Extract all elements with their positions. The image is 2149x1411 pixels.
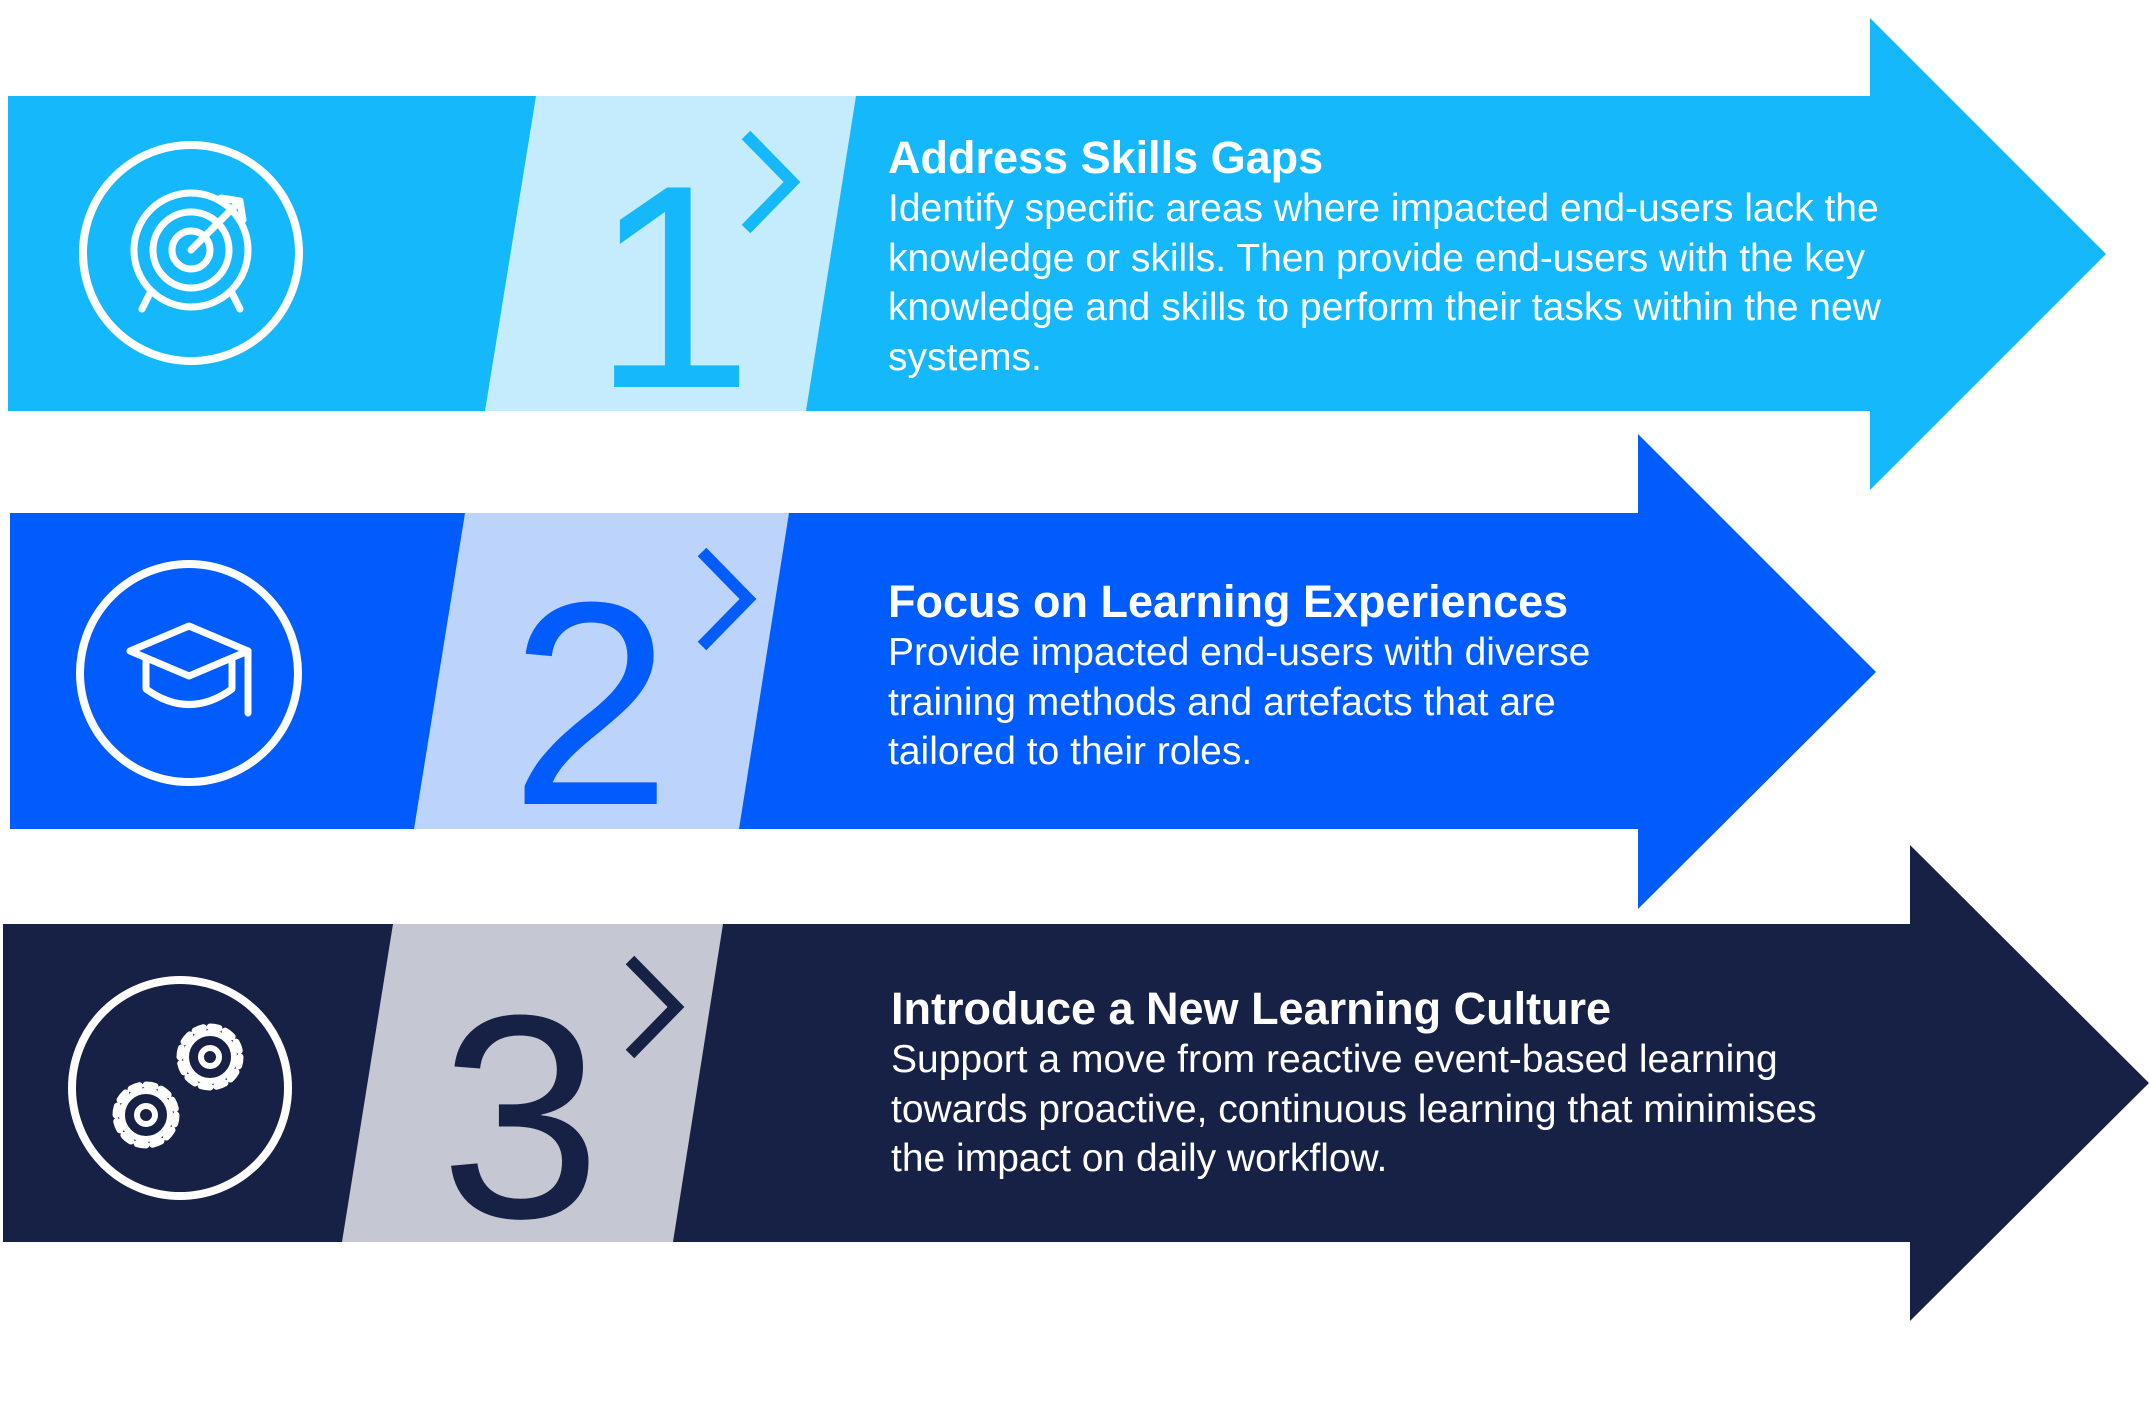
step-3-number-band	[342, 924, 723, 1242]
step-3-arrow	[3, 845, 2149, 1321]
target-icon	[79, 141, 303, 365]
step-2-description: Provide impacted end-users with diverse …	[888, 631, 1591, 773]
step-1-number: 1	[592, 125, 754, 449]
step-2-number: 2	[510, 542, 672, 866]
step-1-arrow	[8, 18, 2106, 490]
step-2-title: Focus on Learning Experiences	[888, 576, 1569, 627]
step-2-chevron	[697, 547, 757, 651]
step-2-arrow	[10, 434, 1876, 909]
step-3-number: 3	[440, 955, 602, 1279]
step-2-text: Focus on Learning Experiences Provide im…	[888, 576, 1668, 777]
gears-icon	[68, 976, 292, 1200]
step-1-chevron	[741, 130, 801, 234]
step-1-text: Address Skills Gaps Identify specific ar…	[888, 132, 1948, 382]
step-1-number-band	[485, 96, 856, 411]
step-1-title: Address Skills Gaps	[888, 132, 1324, 183]
step-2-number-band	[414, 513, 789, 829]
graduation-cap-icon	[76, 560, 302, 786]
step-3-title: Introduce a New Learning Culture	[891, 983, 1612, 1034]
step-1-description: Identify specific areas where impacted e…	[888, 187, 1881, 379]
step-3-description: Support a move from reactive event-based…	[891, 1038, 1817, 1180]
step-3-text: Introduce a New Learning Culture Support…	[891, 983, 1861, 1184]
step-3-chevron	[625, 955, 685, 1059]
